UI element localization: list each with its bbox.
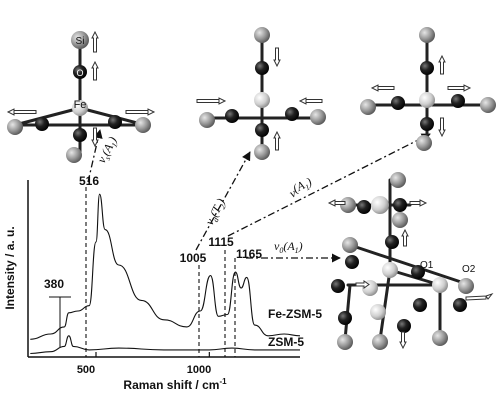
mode-arrow-nu-d bbox=[195, 151, 251, 251]
peak-label-1115: 1115 bbox=[208, 235, 234, 249]
vib-arrow-up bbox=[91, 30, 99, 53]
atom-si-bottom bbox=[66, 147, 82, 163]
mode-label-nu-s: νs(A1) bbox=[94, 134, 121, 166]
vib-arrow-left bbox=[6, 108, 37, 116]
atom-label-o: O bbox=[76, 68, 83, 78]
series-label-fe-zsm-5: Fe-ZSM-5 bbox=[268, 307, 322, 321]
y-axis-label: Intensity / a. u. bbox=[3, 226, 17, 309]
vib-arrow-up bbox=[91, 60, 99, 81]
x-tick-500: 500 bbox=[77, 364, 95, 376]
peak-label-1005: 1005 bbox=[180, 251, 207, 265]
molecule-fe-site: Si O Fe bbox=[6, 30, 156, 163]
vib-arrow-right bbox=[125, 108, 156, 116]
mode-label-nu-d: νd(T2) bbox=[202, 196, 229, 228]
mode-label-nu-0: ν0(A1) bbox=[274, 239, 303, 255]
x-axis-label: Raman shift / cm-1 bbox=[123, 377, 227, 392]
x-tick-marks bbox=[95, 352, 210, 357]
atom-si-right bbox=[135, 117, 151, 133]
atom-o-bottom bbox=[73, 128, 87, 142]
atom-o-left bbox=[35, 117, 49, 131]
atom-label-si: Si bbox=[76, 36, 85, 47]
mode-label-nu-a1: ν(A1) bbox=[286, 174, 316, 200]
series-label-zsm-5: ZSM-5 bbox=[268, 335, 304, 349]
atom-label-o1: O1 bbox=[420, 260, 434, 271]
atom-si-top bbox=[71, 31, 89, 49]
x-tick-1000: 1000 bbox=[187, 364, 211, 376]
series-line-fe-zsm-5 bbox=[30, 193, 301, 340]
mode-arrow-nu-s bbox=[87, 129, 103, 183]
series-line-zsm-5 bbox=[30, 335, 300, 355]
atom-label-fe: Fe bbox=[74, 99, 87, 111]
peak-label-1165: 1165 bbox=[236, 247, 262, 261]
molecule-framework-cluster: O1 O2 bbox=[327, 172, 494, 350]
atom-o bbox=[73, 65, 87, 79]
peak-label-516: 516 bbox=[79, 174, 99, 188]
vib-arrow-down bbox=[91, 127, 99, 148]
atom-fe bbox=[72, 100, 88, 116]
atom-label-o2: O2 bbox=[462, 264, 476, 275]
atom-si-left bbox=[7, 119, 23, 135]
raman-spectrum-chart: 500 1000 Raman shift / cm-1 Intensity / … bbox=[3, 174, 322, 392]
molecule-a1 bbox=[360, 27, 496, 151]
atom-o-right bbox=[108, 115, 122, 129]
peak-label-380: 380 bbox=[44, 277, 64, 291]
molecule-t2 bbox=[196, 27, 326, 160]
